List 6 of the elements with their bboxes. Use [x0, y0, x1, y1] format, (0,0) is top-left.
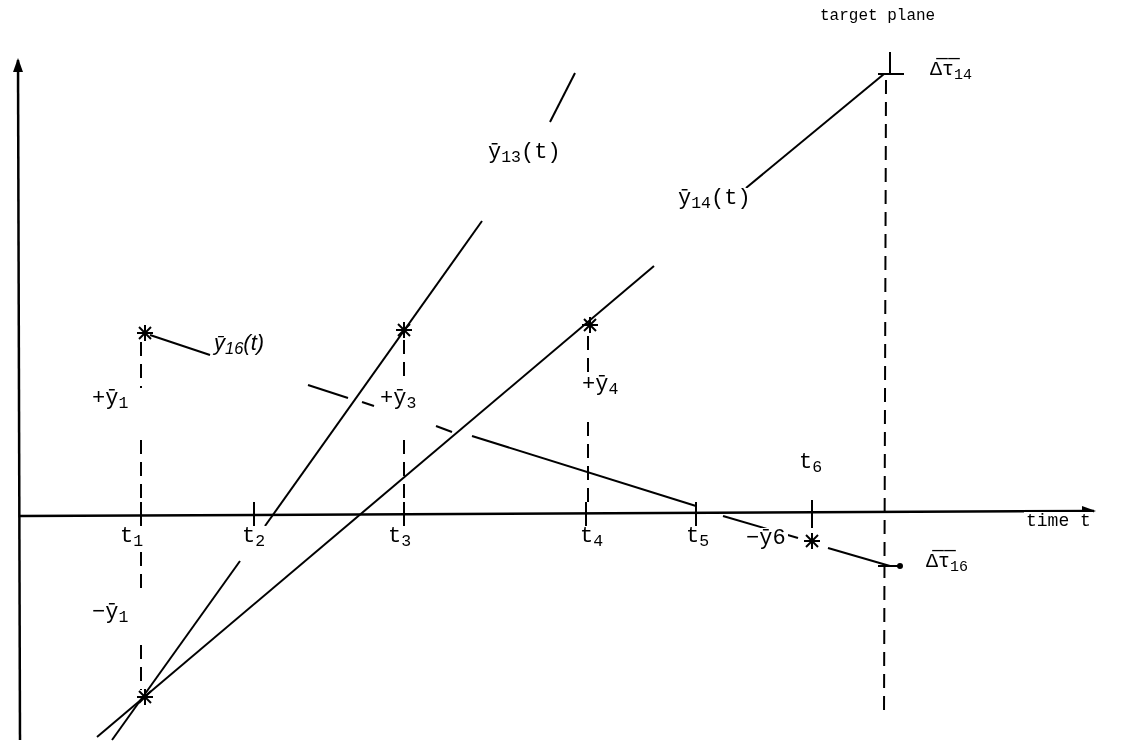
- axis-label: +ȳ$_{3}$: [378, 388, 419, 410]
- axis-label: −ȳ$_{1}$: [90, 602, 131, 624]
- axis-label: +ȳ$_{1}$: [90, 388, 131, 410]
- axis-label: −ȳ6: [744, 528, 788, 550]
- axis-label: Δ̅τ̅$_{14}$: [928, 60, 975, 80]
- axis-label: +ȳ$_{4}$: [580, 374, 621, 396]
